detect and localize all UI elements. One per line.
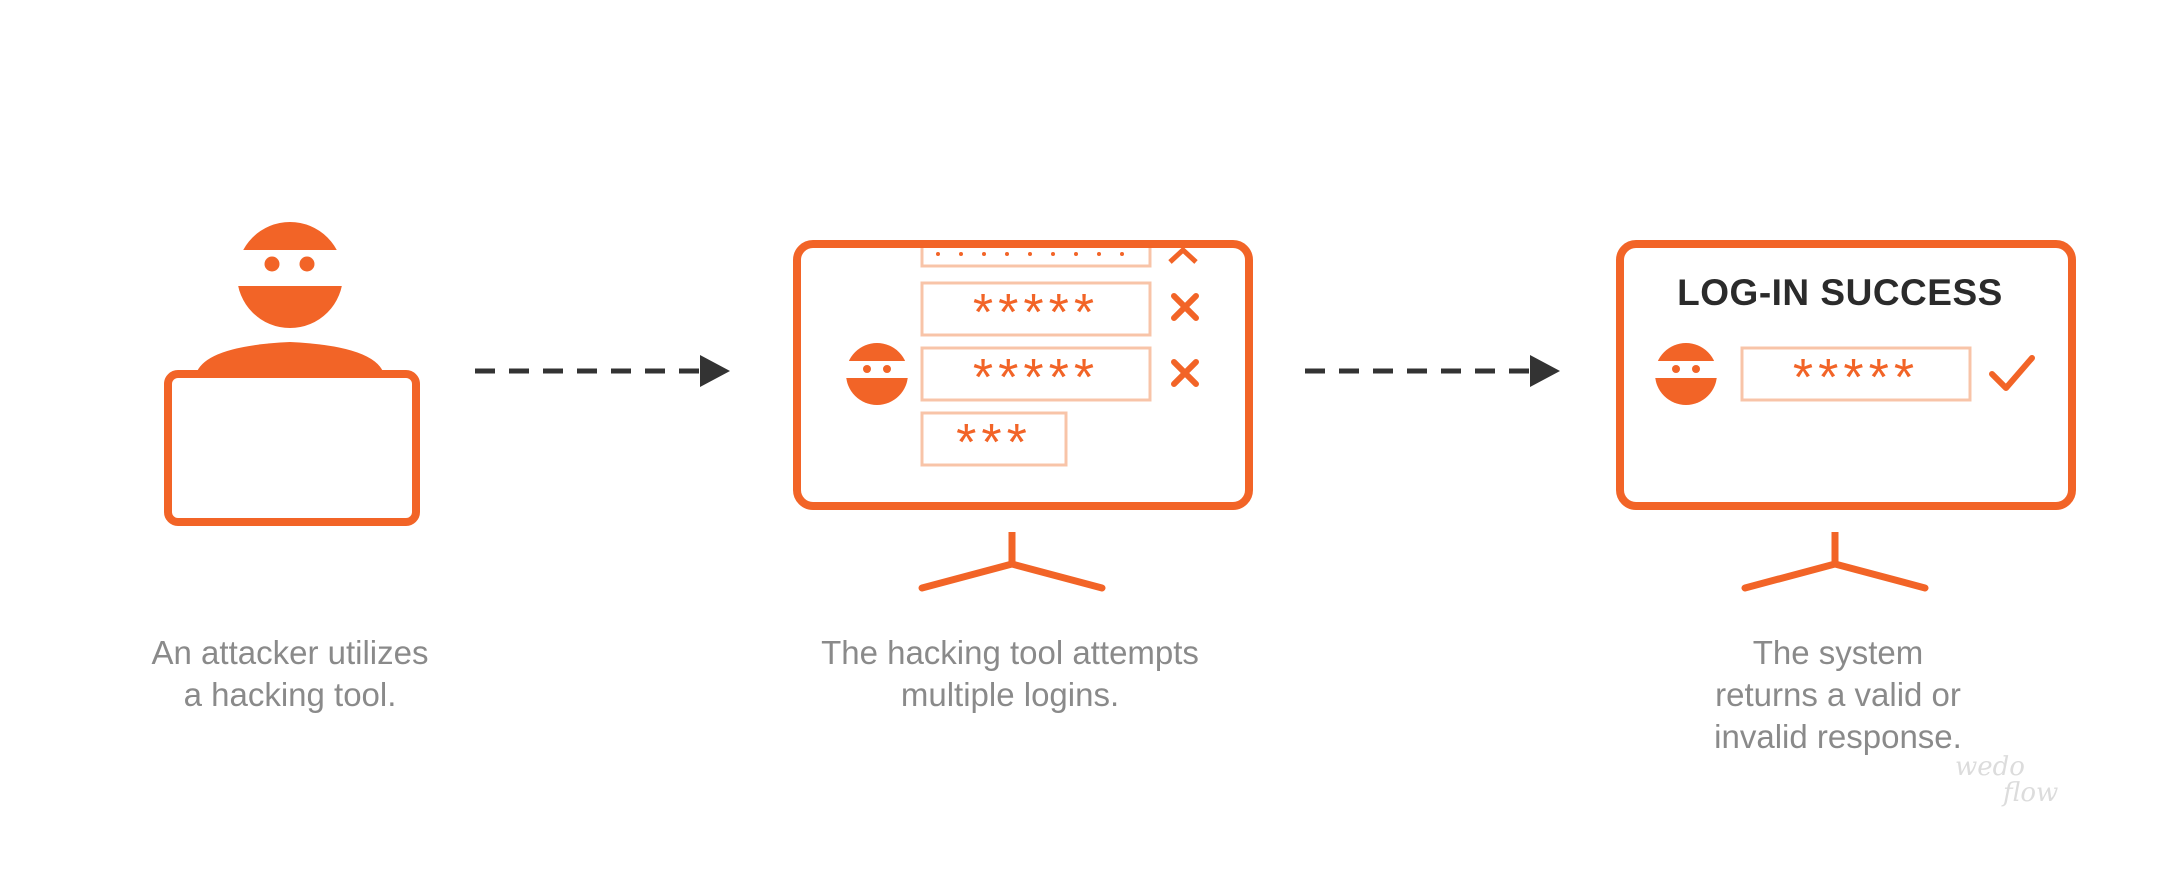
- ninja-hacker-icon: [196, 222, 384, 374]
- password-text: *****: [973, 284, 1099, 342]
- password-field: [1740, 346, 1972, 402]
- password-text: *****: [973, 349, 1099, 407]
- wedoflow-watermark: wedo flow: [1955, 754, 2125, 844]
- ninja-hacker-icon: [845, 343, 909, 405]
- checkmark-icon: [1989, 355, 2035, 391]
- password-text: *****: [1793, 349, 1919, 407]
- ninja-hacker-icon: [1654, 343, 1718, 405]
- laptop-icon: [164, 370, 420, 526]
- caption-line: The hacking tool attempts: [821, 634, 1199, 671]
- step-2-caption: The hacking tool attempts multiple login…: [760, 632, 1260, 716]
- watermark-text: wedo: [1955, 752, 2025, 782]
- dashed-arrow-icon: [475, 355, 730, 387]
- monitor-icon: [793, 240, 1253, 592]
- password-field: [920, 411, 1068, 467]
- attacker-figure: [164, 222, 420, 526]
- caption-line: multiple logins.: [900, 676, 1120, 713]
- caption-line: invalid response.: [1714, 718, 1962, 755]
- monitor-icon: [1616, 240, 2076, 592]
- caption-line: An attacker utilizes: [151, 634, 429, 671]
- x-mark-icon: [1171, 359, 1199, 387]
- password-field: [920, 281, 1152, 337]
- password-field: [920, 346, 1152, 402]
- caption-line: The system: [1752, 634, 1924, 671]
- password-text: ***: [956, 414, 1032, 472]
- step-1-caption: An attacker utilizes a hacking tool.: [90, 632, 490, 716]
- dashed-arrow-icon: [1305, 355, 1560, 387]
- x-mark-icon: [1171, 293, 1199, 321]
- caption-line: a hacking tool.: [183, 676, 397, 713]
- caption-line: returns a valid or: [1715, 676, 1961, 713]
- step-3-caption: The system returns a valid or invalid re…: [1628, 632, 2048, 758]
- watermark-text: flow: [2003, 778, 2059, 808]
- login-success-title: LOG-IN SUCCESS: [1677, 272, 2003, 313]
